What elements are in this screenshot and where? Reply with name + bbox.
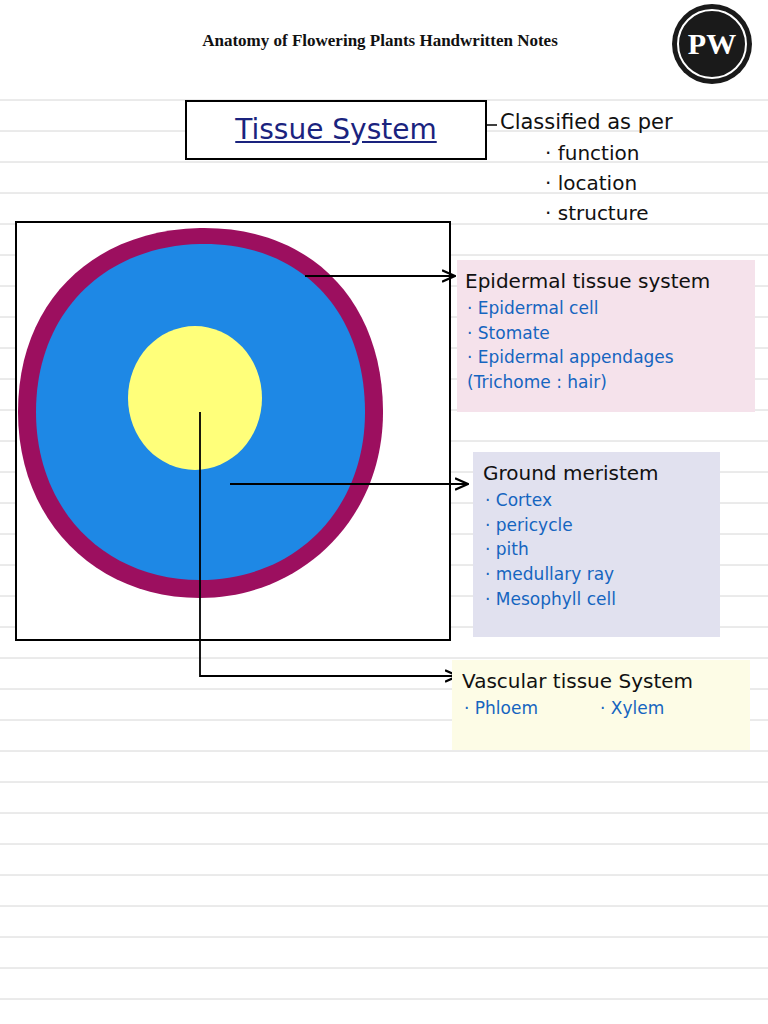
ruled-line <box>0 193 768 194</box>
bracket-dash <box>487 124 497 126</box>
box-heading: Vascular tissue System <box>462 666 740 696</box>
tissue-system-box: Ground meristem· Cortex· pericycle· pith… <box>473 452 720 637</box>
ruled-line <box>0 968 768 969</box>
list-item: · Epidermal appendages (Trichome : hair) <box>465 345 747 394</box>
logo-circle <box>672 4 752 84</box>
vascular-core <box>128 326 262 470</box>
leader-line <box>200 412 458 676</box>
list-item: · pericycle <box>483 513 710 538</box>
tissue-system-box: Epidermal tissue system· Epidermal cell·… <box>457 260 755 412</box>
ruled-line <box>0 999 768 1000</box>
ruled-line <box>0 813 768 814</box>
ruled-line <box>0 906 768 907</box>
heading-text: Tissue System <box>235 115 436 146</box>
ruled-line <box>0 751 768 752</box>
logo-text: PW <box>688 26 736 62</box>
list-item: · pith <box>483 537 710 562</box>
note-item: · structure <box>545 201 648 225</box>
box-heading: Ground meristem <box>483 458 710 488</box>
note-text: Classified as per <box>500 110 673 135</box>
tissue-system-box: Vascular tissue System· Phloem · Xylem <box>452 660 750 750</box>
box-heading: Epidermal tissue system <box>465 266 747 296</box>
ruled-line <box>0 844 768 845</box>
leader-line <box>305 275 455 277</box>
list-item: · Epidermal cell <box>465 296 747 321</box>
note-item: · function <box>545 141 639 165</box>
logo-ring <box>678 10 746 78</box>
leader-line <box>230 483 468 485</box>
list-item: · Phloem <box>462 696 538 721</box>
ruled-line <box>0 162 768 163</box>
figure-frame <box>16 222 450 640</box>
list-item: · Xylem <box>598 696 664 721</box>
list-item: · Mesophyll cell <box>483 587 710 612</box>
list-item: · Stomate <box>465 321 747 346</box>
heading-box: Tissue System <box>185 100 487 160</box>
note-item: · location <box>545 171 637 195</box>
ruled-line <box>0 875 768 876</box>
ruled-line <box>0 782 768 783</box>
ruled-lines <box>0 100 768 999</box>
ruled-line <box>0 937 768 938</box>
page-title: Anatomy of Flowering Plants Handwritten … <box>0 31 760 51</box>
ruled-line <box>0 658 768 659</box>
list-item: · Cortex <box>483 488 710 513</box>
list-item: · medullary ray <box>483 562 710 587</box>
